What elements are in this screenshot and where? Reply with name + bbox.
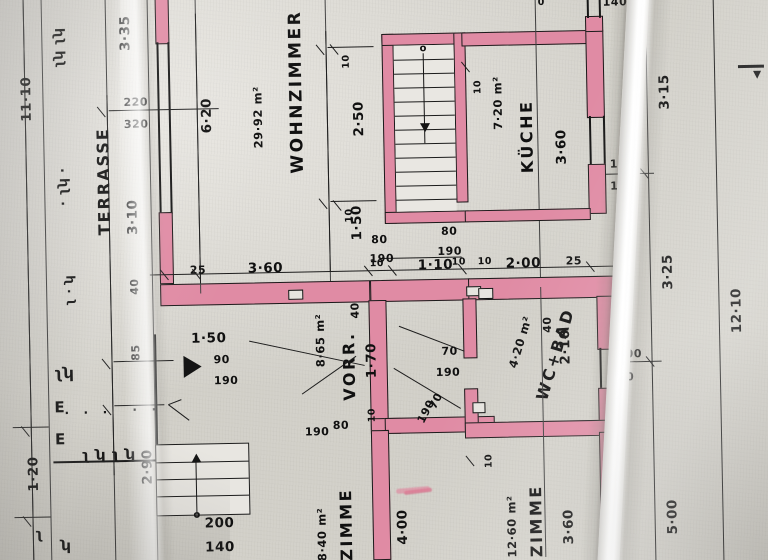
dim-chain-250 [325, 31, 331, 272]
dim-0-top: 0 [537, 0, 545, 8]
dim-250: 2·50 [350, 100, 368, 137]
dim-150-core: 1·50 [348, 205, 366, 241]
room-label-kueche: KÜCHE [516, 99, 537, 174]
wall-wohnzimmer-bottom [160, 280, 371, 307]
photo-shadow-bottom-left [0, 360, 230, 560]
dim-10e: 10 [451, 256, 467, 268]
wall-kueche-top [461, 29, 602, 47]
wall-wcbad-left [462, 298, 478, 359]
north-arrow-head [753, 70, 762, 79]
wall-core-bottom-left [370, 278, 471, 303]
room-area-zimmer-left: 8·40 m² [314, 507, 330, 560]
room-area-zimmer-right: 12·60 m² [504, 495, 520, 558]
north-arrow-bar [737, 64, 764, 69]
dim-10f: 10 [477, 255, 493, 268]
wall-kueche-top-stub [584, 15, 604, 33]
dim-190d: 190 [435, 365, 461, 380]
wall-kueche-top-window-b [598, 0, 601, 18]
dim-10g: 10 [366, 407, 378, 423]
opening-tick-1 [329, 43, 339, 55]
dim-80a: 80 [371, 232, 388, 247]
dim-25b: 25 [565, 254, 583, 268]
dim-chain-620 [194, 13, 202, 284]
room-label-wohnzimmer: WOHNZIMMER [284, 9, 308, 174]
dim-170: 1·70 [363, 342, 380, 379]
dim-360a: 3·60 [247, 259, 284, 277]
room-area-vorr: 8·65 m² [312, 313, 328, 368]
dim-190c: 190 [304, 425, 330, 439]
wall-stair-enclosure-bottom [384, 210, 469, 224]
dim-10c: 10 [472, 79, 484, 95]
dim-line-horizontal-main [149, 265, 620, 276]
dim-25a: 25 [189, 263, 207, 277]
door-symbol-wohnzimmer-bottom [288, 289, 304, 300]
dim-110: 1·10 [417, 256, 454, 274]
dim-190a: 190 [369, 251, 395, 266]
dim-80c: 80 [332, 418, 350, 433]
dim-tick-250-bot [318, 198, 328, 210]
dim-400: 4·00 [394, 509, 412, 545]
room-label-zimmer-left: ZIMME [335, 487, 357, 560]
wall-wohnzimmer-left-line-b [167, 42, 173, 215]
dim-150-vorr: 1·50 [190, 330, 227, 347]
photo-shadow-bottom-right [528, 320, 768, 560]
dim-360b: 3·60 [553, 129, 570, 165]
door-symbol-wcbad [478, 287, 494, 300]
dim-325: 3·25 [659, 254, 677, 290]
dim-80b: 80 [440, 224, 458, 238]
stair-direction-arrow-upper [419, 123, 431, 133]
wall-kueche-right-window-a [588, 116, 592, 167]
wall-kueche-right-upper [585, 29, 605, 119]
dim-620: 6·20 [198, 97, 216, 134]
wall-zimmer-left-vert [370, 429, 392, 560]
dim-70a: 70 [441, 344, 458, 358]
dim-200a: 2·00 [505, 254, 542, 272]
wall-kueche-top-window-a [586, 0, 589, 19]
door-symbol-zimmer-right [472, 402, 486, 414]
stair-start-marker-upper: o [419, 43, 428, 55]
dim-tick-250-top [315, 44, 325, 56]
dim-line-250-bot [330, 200, 377, 203]
room-area-wohnzimmer: 29·92 m² [250, 86, 266, 149]
room-area-kueche: 7·20 m² [490, 76, 506, 130]
wall-kueche-bottom [464, 208, 591, 223]
opening-tick-4 [465, 455, 475, 467]
dim-40b: 40 [348, 302, 362, 319]
dim-10h: 10 [483, 453, 495, 469]
photo-shadow-left [0, 0, 120, 560]
dim-10a: 10 [340, 54, 352, 69]
